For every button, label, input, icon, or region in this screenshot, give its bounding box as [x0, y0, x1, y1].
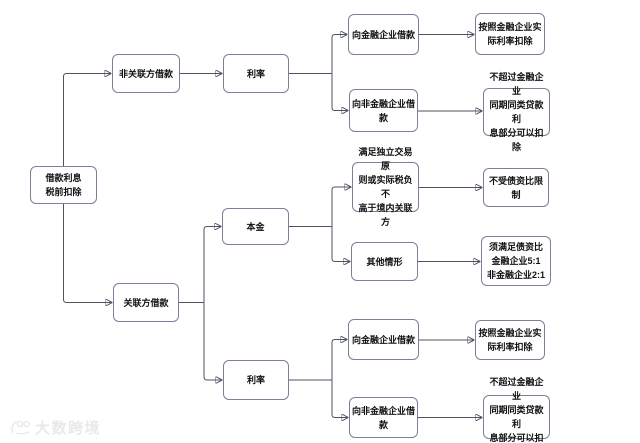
node-loan-from-non-financial-top: 向非金融企业借 款: [349, 89, 418, 132]
node-arm-length-principle: 满足独立交易原 则或实际税负不 高于境内关联方: [352, 147, 419, 227]
node-loan-from-financial-top: 向金融企业借款: [348, 14, 419, 55]
node-deduct-actual-rate-top: 按照金融企业实 际利率扣除: [475, 13, 545, 55]
node-interest-rate-top: 利率: [223, 54, 289, 93]
node-principal: 本金: [222, 208, 289, 245]
edge-root-to-non-related: [63, 74, 111, 166]
edge-principal-to-arm-length: [331, 187, 351, 227]
edge-rate-top-to-fin-loan: [331, 35, 347, 74]
edge-related-to-principal: [203, 227, 221, 303]
node-non-related-party-loan: 非关联方借款: [112, 54, 180, 93]
edge-root-to-related: [63, 204, 112, 303]
node-loan-interest-root: 借款利息 税前扣除: [30, 166, 97, 204]
node-loan-from-financial-bottom: 向金融企业借款: [348, 319, 419, 360]
edge-rate-bottom-to-fin-loan: [331, 340, 347, 380]
node-deduct-same-period-top: 不超过金融企业 同期同类贷款利 息部分可以扣除: [483, 72, 550, 152]
watermark: 大数跨境: [10, 417, 101, 438]
node-deduct-actual-rate-bottom: 按照金融企业实 际利率扣除: [475, 320, 545, 360]
node-interest-rate-bottom: 利率: [223, 360, 289, 400]
edge-related-to-rate-bottom: [203, 302, 222, 381]
node-related-party-loan: 关联方借款: [113, 283, 179, 322]
brand-logo-icon: [11, 420, 30, 435]
node-other-cases: 其他情形: [351, 242, 418, 281]
node-deduct-same-period-bottom: 不超过金融企业 同期同类贷款利 息部分可以扣除: [483, 377, 550, 443]
watermark-brand-text: 大数跨境: [35, 420, 102, 437]
edge-rate-bottom-to-nonfin-loan: [331, 380, 348, 418]
node-loan-from-non-financial-bottom: 向非金融企业借 款: [349, 397, 418, 438]
node-debt-ratio-requirement: 须满足债资比 金融企业5:1 非金融企业2:1: [481, 236, 551, 286]
edge-principal-to-other-case: [331, 226, 350, 262]
edge-rate-top-to-nonfin-loan: [331, 73, 348, 111]
node-no-debt-ratio-limit: 不受债资比限制: [483, 168, 549, 207]
